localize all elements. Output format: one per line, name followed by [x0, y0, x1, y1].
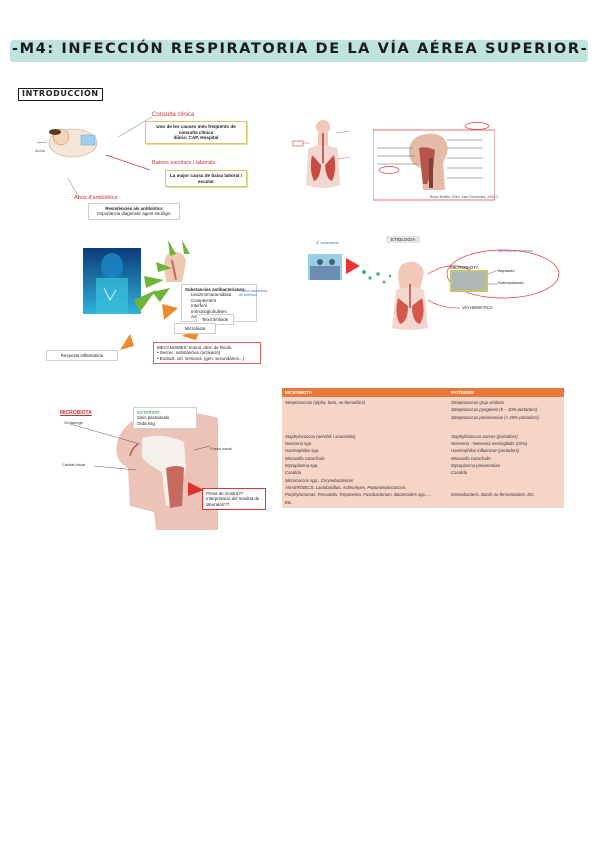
resist-line-2: Importància diagnòstic agent etiològic: [97, 211, 171, 217]
table-cell-line: Porphyromonas, Prevotella, Treponema, Fu…: [285, 492, 431, 498]
table-cell-line: Neisseria - Neisseria meningitidis (20%): [451, 441, 528, 447]
table-cell: Streptococcus grup viridans Streptococcu…: [448, 397, 564, 423]
table-cell-line: Staphylococcus aureus (portadors): [451, 433, 518, 439]
table-cell-line: ANAERÒBICS: Lactobacillus, Actinomyes, P…: [285, 484, 407, 490]
aspiracio-label: Aspiració: [498, 268, 515, 273]
table-cell-line: Streptococcus grup viridans: [451, 400, 505, 405]
consulta-causa-box: Uno de les causes més freqüents de consu…: [145, 121, 247, 144]
immune-defense-diagram: [83, 240, 202, 350]
resist-line-1: Resistències als antibiòtics: [105, 206, 163, 211]
baixes-label: Baixes escolars i laborals: [152, 160, 216, 166]
baixes-line-2: escolar: [197, 178, 215, 184]
mecanismes-title: MECANISMES: Imunit. desc de fisiolo.: [157, 345, 233, 350]
sobrepoblacio-label: Sobrepoblació: [498, 280, 524, 285]
pregunta-line: Presa de mostra??: [206, 491, 244, 496]
table-cell-line: Haemophilus spp.: [285, 448, 320, 454]
table-cell-line: Etc.: [285, 499, 293, 505]
baixes-box: La major causa de baixa laboral i escola…: [165, 170, 247, 188]
microbiota-patogens-table: MICROBIOTA PATÒGENS Streptococcus (alpha…: [282, 388, 564, 508]
antibacterianes-item: Immunoglobulines: [191, 308, 227, 314]
title-band: [10, 40, 588, 62]
svg-text:Achís: Achís: [35, 148, 45, 153]
table-cell-line: Streptococcus (alpha, beta, no hemolític…: [285, 400, 366, 405]
mecanismes-box: MECANISMES: Imunit. desc de fisiolo. • S…: [153, 342, 261, 365]
etiologia-title: ETIOLOGIA: [386, 236, 420, 243]
child-sick-icon: Achís: [35, 128, 98, 158]
section-label-introduccio: INTRODUCCIÓN: [18, 88, 103, 101]
baixes-line-1: La major causa de baixa laboral i: [170, 173, 242, 178]
etiologia-note-left: Ñ. transmissió: [316, 241, 339, 245]
cavitat-bucal-label: Cavitat bucal: [62, 462, 86, 467]
exterior-box: EXTERIOR: Sinis paranasals Oïda mig: [133, 407, 197, 430]
table-cell-line: Candida: [285, 470, 302, 476]
table-row: Streptococcus (alpha, beta, no hemolític…: [282, 397, 564, 423]
table-cell: Streptococcus (alpha, beta, no hemolític…: [282, 397, 448, 423]
fossa-nasal-label: Fossa nasal: [210, 446, 232, 451]
antibacterianes-item: Interferó: [191, 303, 208, 309]
table-cell-line: Enterobacteris, Bacils no fermentadors, …: [451, 492, 535, 498]
microbiota-box: Microbiota: [174, 323, 216, 335]
etiologia-note-right: Microbioma i rinovirus: [498, 249, 533, 253]
table-cell-line: Micrococcus spp., Corynebacterium: [285, 477, 354, 483]
causa-line-1: Uno de les causes més freqüents de consu…: [156, 124, 236, 135]
etiologia-illustration: [308, 249, 560, 330]
abus-label: Abús d'antibiòtics: [74, 195, 118, 201]
respiratory-caption: Bruno Bellido, Elder Juan Fernández, 200…: [430, 195, 499, 199]
table-cell-line: Mycoplasma pneumoniae: [451, 463, 500, 469]
page-title: -M4: INFECCIÓN RESPIRATORIA DE LA VÍA AÉ…: [12, 41, 589, 57]
consulta-clinica-label: Consulta clínica: [152, 112, 195, 118]
pregunta-line: Interpretació del resultat de: [206, 496, 260, 502]
via-hematica-label: VIA HEMÀTICA: [462, 305, 493, 310]
respiratory-system-illustration: [292, 119, 354, 191]
table-cell-line: Haemophilus influenzae (portadors): [451, 448, 520, 454]
etiologia-microbiota-label: MICROBIOTA: [450, 265, 479, 270]
consulta-connector-lines: [67, 116, 153, 197]
table-cell-line: Moraxella catarrhalis: [285, 455, 325, 461]
microbiota-fig-title: MICROBIOTA: [60, 410, 92, 416]
table-cell-line: Neisseria spp.: [285, 441, 313, 447]
antibacterianes-item: Complement: [191, 297, 216, 303]
table-header-row: MICROBIOTA PATÒGENS: [282, 388, 564, 397]
table-header-cell: PATÒGENS: [448, 388, 564, 397]
pregunta-line: laboratori??: [206, 501, 230, 507]
table-header-cell: MICROBIOTA: [282, 388, 448, 397]
table-cell-line: Candida: [451, 470, 468, 476]
table-cell-line: Mycoplasma spp.: [285, 463, 319, 469]
table-cell-line: [451, 484, 561, 491]
table-cell: Staphylococcus aureus (portadors) Neisse…: [448, 422, 564, 508]
table-cell-line: Staphylococcus (aerobis i anaerobis): [285, 433, 356, 439]
upper-airway-illustration: [69, 411, 218, 530]
table-cell-line: Moraxella catarrhalis: [451, 455, 491, 461]
resposta-inflamatoria-box: Resposta inflamatòria: [46, 350, 118, 362]
table-row: Staphylococcus (aerobis i anaerobis) Nei…: [282, 422, 564, 508]
table-cell-line: Streptococcus pneumoniae (> 25% portador…: [451, 414, 539, 420]
exterior-item: Oïda mig: [137, 420, 155, 426]
table-cell: Staphylococcus (aerobis i anaerobis) Nei…: [282, 422, 448, 508]
presa-mostra-box: Presa de mostra?? Interpretació del resu…: [202, 488, 266, 511]
head-sagittal-section-illustration: [373, 118, 495, 206]
table-cell-line: [451, 477, 561, 484]
mecanismes-item: • Secrec. substàncies (activació): [157, 350, 221, 356]
antibacterianes-item: Lisozim/muramidasa: [191, 292, 232, 298]
exterior-title: EXTERIOR:: [137, 410, 161, 415]
mecanismes-item: • Endocit. cèl. immunol. (gen. secundàri…: [157, 355, 244, 361]
antibacterianes-title: Substancies antibacterianes:: [185, 287, 246, 292]
orofaringe-label: Orofaringe: [64, 420, 83, 425]
resistencies-box: Resistències als antibiòtics Importància…: [88, 203, 180, 220]
table-cell-line: Streptococcus pyogenes (5 – 10% portador…: [451, 407, 538, 413]
causa-line-2: diària: CAP, Hospital: [173, 135, 219, 141]
handwritten-note: Funció protectora, de defensa: [239, 289, 268, 298]
exterior-item: Sinis paranasals: [137, 415, 170, 421]
